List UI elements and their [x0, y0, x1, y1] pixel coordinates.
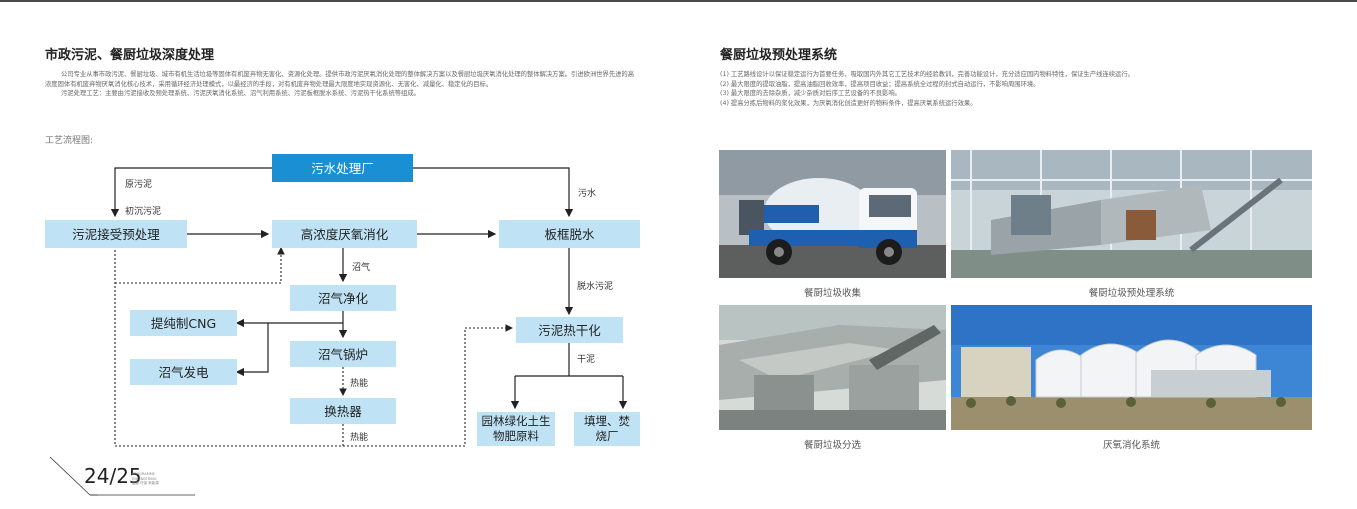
step-item: (1) 工艺路线设计以保证稳定运行为首要任务，吸取国内外其它工艺技术的经验教训，…: [720, 71, 1134, 78]
top-border: [0, 0, 1357, 2]
left-page-title: 市政污泥、餐厨垃圾深度处理: [45, 48, 215, 63]
footer-tiny-text: PROGRAMME ENGINEERING 运营 环保 新能源: [132, 472, 159, 486]
caption-anaerobic-system: 厌氧消化系统: [1102, 440, 1160, 451]
footer-line-3: 运营 环保 新能源: [132, 481, 159, 485]
edge-plant-to-dewater: [413, 167, 574, 218]
label-raw-sludge: 原污泥: [125, 180, 153, 190]
step-item: (4) 提高分拣后物料的浆化效果，为厌氧消化创造更好的物料条件，提高厌氧系统运行…: [720, 99, 977, 107]
page-number-slash: [49, 456, 98, 496]
box-cng: 提纯制CNG: [130, 310, 237, 336]
intro-paragraph-2: 污泥处理工艺：主要由污泥接收及预处理系统、污泥厌氧消化系统、沼气利用系统、污泥板…: [61, 90, 420, 97]
flowchart-connectors: [110, 167, 628, 447]
caption-pretreatment-system: 餐厨垃圾预处理系统: [1088, 288, 1175, 299]
right-page-title: 餐厨垃圾预处理系统: [720, 48, 838, 63]
photo-pretreatment-system: [951, 150, 1312, 278]
edge-heat-to-anaerobic: [115, 246, 285, 284]
box-power: 沼气发电: [130, 359, 237, 385]
label-dewatered-sludge: 脱水污泥: [577, 282, 614, 292]
box-anaerobic-digestion: 高浓度厌氧消化: [272, 220, 417, 248]
photo-waste-sorting: [719, 305, 946, 430]
box-garden-soil: 园林绿化土生物肥原料: [477, 412, 555, 446]
box-boiler: 沼气锅炉: [290, 341, 396, 367]
step-item: (3) 最大限度的去除杂质，减少杂质对后序工艺设备的不良影响。: [720, 90, 901, 97]
process-steps: (1) 工艺路线设计以保证稳定运行为首要任务，吸取国内外其它工艺技术的经验教训，…: [720, 70, 1340, 108]
edge-heat-to-dryer: [343, 324, 514, 447]
page-number: 24/25: [84, 464, 142, 488]
box-thermal-dry: 污泥热干化: [516, 317, 623, 343]
label-dry-sludge: 干泥: [577, 355, 596, 365]
label-biogas: 沼气: [352, 263, 371, 273]
label-primary-sludge: 初沉污泥: [125, 207, 162, 217]
footer-underline: [90, 494, 195, 496]
label-heat-1: 热能: [350, 379, 369, 389]
intro-text: 公司专业从事市政污泥、餐厨垃圾、城市有机生活垃圾等固体有机废弃物无害化、资源化处…: [45, 70, 640, 99]
box-sewage-plant: 污水处理厂: [272, 154, 413, 182]
edge-plant-to-pretreat: [110, 167, 272, 218]
footer-line-1: PROGRAMME: [132, 472, 155, 476]
edge-to-power: [235, 323, 269, 377]
label-sewage: 污水: [578, 189, 597, 199]
box-dewater: 板框脱水: [499, 220, 640, 248]
box-sludge-pretreat: 污泥接受预处理: [45, 220, 187, 248]
box-heat-exchanger: 换热器: [290, 398, 396, 424]
caption-waste-collection: 餐厨垃圾收集: [803, 288, 861, 299]
intro-paragraph-1: 公司专业从事市政污泥、餐厨垃圾、城市有机生活垃圾等固体有机废弃物无害化、资源化处…: [45, 71, 635, 88]
box-landfill: 填埋、焚烧厂: [574, 412, 640, 446]
photo-anaerobic-tanks: [951, 305, 1312, 430]
step-item: (2) 最大限度的提取油脂，提高油脂回收效率，提高项目收益；提高系统全过程的封式…: [720, 80, 1040, 88]
box-biogas-purify: 沼气净化: [290, 285, 396, 311]
photo-waste-collection-truck: [719, 150, 946, 278]
flowchart-label: 工艺流程图:: [45, 136, 94, 146]
caption-waste-sorting: 餐厨垃圾分选: [803, 440, 861, 451]
label-heat-2: 热能: [350, 433, 369, 443]
footer-line-2: ENGINEERING: [132, 476, 157, 481]
